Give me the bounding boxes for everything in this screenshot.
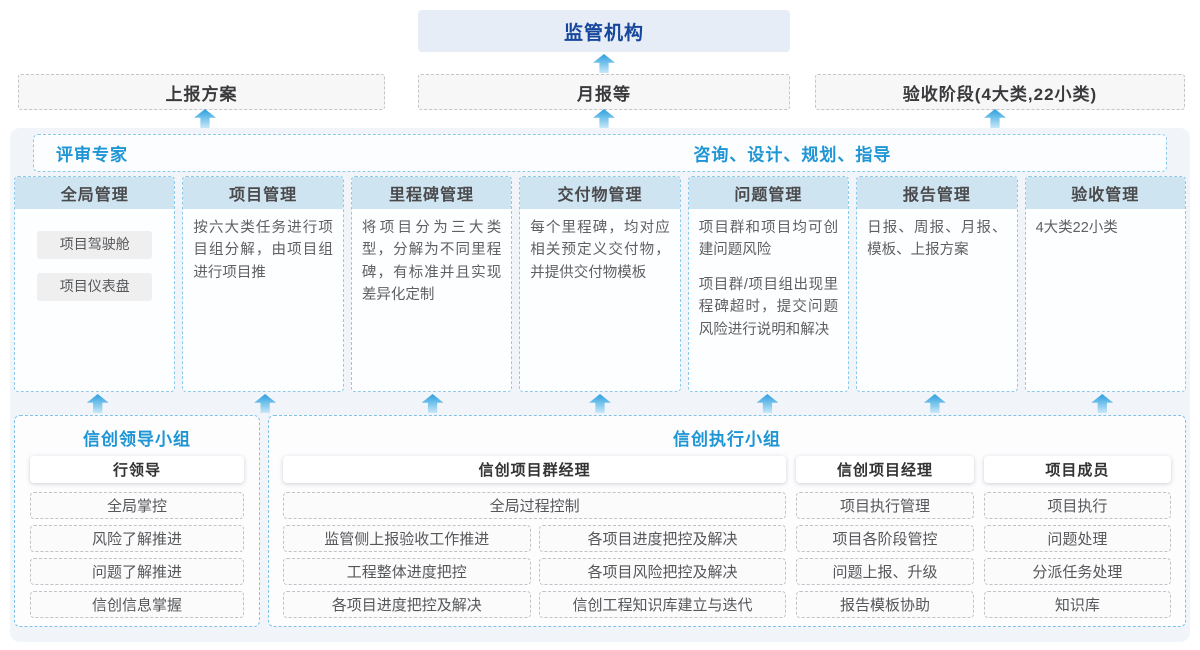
column-title: 项目管理: [183, 177, 343, 209]
duty-item: 项目各阶段管控: [796, 525, 974, 552]
role-box-project-manager: 信创项目经理: [796, 456, 974, 483]
duty-item: 全局过程控制: [283, 492, 787, 519]
exec-grid: 信创项目群经理 全局过程控制 监管侧上报验收工作推进 各项目进度把控及解决 工程…: [283, 456, 1172, 618]
exec-group: 信创执行小组 信创项目群经理 全局过程控制 监管侧上报验收工作推进 各项目进度把…: [268, 415, 1186, 627]
up-arrow-icon: [593, 54, 615, 73]
column-milestone-management: 里程碑管理 将项目分为三大类型，分解为不同里程碑，有标准并且实现差异化定制: [350, 176, 513, 392]
up-arrow-icon: [254, 394, 277, 413]
output-box-monthly-report: 月报等: [418, 74, 790, 110]
column-body: 项目驾驶舱 项目仪表盘: [15, 209, 174, 301]
column-arrows: [14, 394, 1186, 413]
up-arrow-icon: [194, 109, 216, 128]
review-experts-label: 评审专家: [56, 145, 128, 165]
duty-item: 信创信息掌握: [30, 591, 244, 618]
role-box-program-manager: 信创项目群经理: [283, 456, 787, 483]
column-paragraph: 按六大类任务进行项目组分解，由项目组进行项目推: [193, 220, 333, 281]
duty-item: 各项目进度把控及解决: [538, 525, 787, 552]
column-acceptance-management: 验收管理 4大类22小类: [1024, 176, 1186, 392]
up-arrow-icon: [421, 394, 444, 413]
column-title: 验收管理: [1025, 177, 1185, 209]
column-project-management: 项目管理 按六大类任务进行项目组分解，由项目组进行项目推: [182, 176, 344, 392]
column-report-management: 报告管理 日报、周报、月报、模板、上报方案: [856, 176, 1018, 392]
column-paragraph: 每个里程碑，均对应相关预定义交付物，并提供交付物模板: [530, 220, 670, 281]
up-arrow-icon: [1091, 394, 1114, 413]
project-manager-column: 信创项目经理 项目执行管理 项目各阶段管控 问题上报、升级 报告模板协助: [796, 456, 974, 618]
column-title: 交付物管理: [520, 177, 680, 209]
output-box-report-plan: 上报方案: [18, 74, 385, 110]
column-issue-management: 问题管理 项目群和项目均可创建问题风险 项目群/项目组出现里程碑超时，提交问题风…: [687, 176, 850, 392]
duty-item: 分派任务处理: [983, 558, 1172, 585]
pill-item: 项目驾驶舱: [37, 231, 153, 259]
platform-wrapper: 评审专家 咨询、设计、规划、指导 全局管理 项目驾驶舱 项目仪表盘 项目管理 按…: [10, 128, 1190, 642]
duty-item: 各项目风险把控及解决: [538, 558, 787, 585]
expert-band: 评审专家 咨询、设计、规划、指导: [33, 134, 1167, 172]
column-paragraph: 4大类22小类: [1035, 220, 1118, 236]
duty-item: 项目执行管理: [796, 492, 974, 519]
output-label: 验收阶段(4大类,22小类): [902, 84, 1098, 104]
duty-item: 信创工程知识库建立与迭代: [538, 591, 787, 618]
regulator-box: 监管机构: [418, 10, 790, 52]
role-box-member: 项目成员: [983, 456, 1172, 483]
up-arrow-icon: [588, 394, 611, 413]
duty-item: 风险了解推进: [30, 525, 244, 552]
column-body: 日报、周报、月报、模板、上报方案: [857, 209, 1016, 274]
output-label: 月报等: [577, 84, 631, 104]
column-deliverable-management: 交付物管理 每个里程碑，均对应相关预定义交付物，并提供交付物模板: [519, 176, 681, 392]
up-arrow-icon: [756, 394, 779, 413]
column-body: 将项目分为三大类型，分解为不同里程碑，有标准并且实现差异化定制: [352, 209, 511, 319]
program-manager-column: 信创项目群经理 全局过程控制 监管侧上报验收工作推进 各项目进度把控及解决 工程…: [283, 456, 787, 618]
column-paragraph: 日报、周报、月报、模板、上报方案: [867, 220, 1007, 259]
output-label: 上报方案: [165, 84, 238, 104]
consulting-label: 咨询、设计、规划、指导: [693, 145, 892, 165]
role-box-bank-leader: 行领导: [30, 456, 244, 483]
up-arrow-icon: [593, 109, 615, 128]
column-body: 4大类22小类: [1026, 209, 1185, 251]
pill-item: 项目仪表盘: [37, 273, 153, 301]
regulator-label: 监管机构: [563, 22, 644, 44]
column-body: 每个里程碑，均对应相关预定义交付物，并提供交付物模板: [520, 209, 679, 296]
program-manager-duties: 监管侧上报验收工作推进 各项目进度把控及解决 工程整体进度把控 各项目风险把控及…: [283, 519, 787, 618]
column-title: 里程碑管理: [351, 177, 512, 209]
duty-item: 知识库: [983, 591, 1172, 618]
column-paragraph: 项目群和项目均可创建问题风险: [698, 220, 839, 259]
column-global-management: 全局管理 项目驾驶舱 项目仪表盘: [14, 176, 176, 392]
duty-item: 项目执行: [983, 492, 1172, 519]
column-title: 问题管理: [688, 177, 849, 209]
column-title: 全局管理: [15, 177, 175, 209]
exec-group-title: 信创执行小组: [673, 429, 781, 449]
output-box-acceptance-stage: 验收阶段(4大类,22小类): [815, 74, 1185, 110]
duty-item: 问题处理: [983, 525, 1172, 552]
teams-row: 信创领导小组 行领导 全局掌控 风险了解推进 问题了解推进 信创信息掌握 信创执…: [14, 415, 1186, 627]
duty-item: 问题上报、升级: [796, 558, 974, 585]
duty-item: 全局掌控: [30, 492, 244, 519]
leader-group-title: 信创领导小组: [83, 429, 191, 449]
column-body: 按六大类任务进行项目组分解，由项目组进行项目推: [183, 209, 342, 296]
duty-item: 报告模板协助: [796, 591, 974, 618]
member-column: 项目成员 项目执行 问题处理 分派任务处理 知识库: [983, 456, 1172, 618]
duty-item: 工程整体进度把控: [283, 558, 531, 585]
column-paragraph: 将项目分为三大类型，分解为不同里程碑，有标准并且实现差异化定制: [361, 220, 502, 304]
column-title: 报告管理: [857, 177, 1017, 209]
leader-group: 信创领导小组 行领导 全局掌控 风险了解推进 问题了解推进 信创信息掌握: [14, 415, 260, 627]
module-columns: 全局管理 项目驾驶舱 项目仪表盘 项目管理 按六大类任务进行项目组分解，由项目组…: [14, 176, 1186, 392]
column-paragraph: 项目群/项目组出现里程碑超时，提交问题风险进行说明和解决: [698, 276, 839, 338]
duty-item: 问题了解推进: [30, 558, 244, 585]
up-arrow-icon: [86, 394, 109, 413]
column-body: 项目群和项目均可创建问题风险 项目群/项目组出现里程碑超时，提交问题风险进行说明…: [689, 209, 848, 353]
duty-item: 监管侧上报验收工作推进: [283, 525, 531, 552]
duty-item: 各项目进度把控及解决: [283, 591, 531, 618]
up-arrow-icon: [984, 109, 1006, 128]
up-arrow-icon: [923, 394, 946, 413]
